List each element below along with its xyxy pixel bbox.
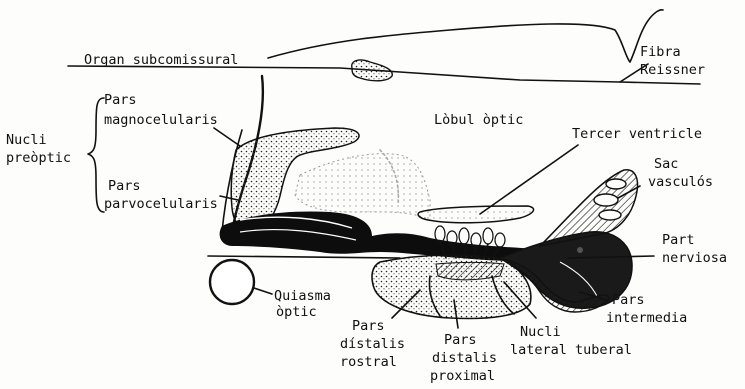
- label-rostral: rostral: [340, 354, 397, 370]
- magno-leader: [214, 128, 240, 146]
- label-pars-parvo: Pars: [108, 178, 141, 194]
- label-nerviosa: nerviosa: [662, 250, 727, 266]
- label-preoptic: preòptic: [6, 150, 71, 166]
- subcommissural-organ: [352, 60, 393, 81]
- label-nucli: Nucli: [6, 132, 47, 148]
- label-quiasma: Quiasma: [274, 288, 331, 304]
- preoptic-brace: [88, 98, 104, 212]
- label-intermedia: intermedia: [606, 310, 687, 326]
- label-parvocelularis: parvocelularis: [104, 196, 218, 212]
- label-lobul-optic: Lòbul òptic: [434, 112, 523, 128]
- label-reissner: Reissner: [640, 62, 705, 78]
- nervosa-dot: [577, 247, 583, 253]
- label-proximal: proximal: [430, 368, 495, 384]
- pars-tuberalis-band: [436, 263, 504, 280]
- optic-chiasm: [210, 260, 254, 304]
- label-pars-intermedia: Pars: [612, 292, 645, 308]
- quiasma-leader: [254, 288, 272, 294]
- label-magnocelularis: magnocelularis: [104, 112, 218, 128]
- label-sac: Sac: [654, 156, 678, 172]
- reissner-fiber-line: [268, 10, 663, 62]
- label-fibra: Fibra: [640, 44, 681, 60]
- floor-line: [208, 256, 400, 258]
- label-rostral-distalis: dístalis: [340, 336, 405, 352]
- tercer-leader: [480, 145, 578, 214]
- label-proximal-pars: Pars: [444, 332, 477, 348]
- label-organ-subcomissural: Organ subcomissural: [84, 52, 238, 68]
- label-proximal-distalis: distalis: [432, 350, 497, 366]
- label-pars-magno: Pars: [104, 92, 137, 108]
- label-part: Part: [662, 232, 695, 248]
- third-ventricle: [418, 206, 533, 223]
- label-tercer-ventricle: Tercer ventricle: [572, 126, 702, 142]
- optic-lobe-fold: [295, 154, 430, 220]
- label-rostral-pars: Pars: [352, 318, 385, 334]
- label-optic: òptic: [276, 304, 317, 320]
- label-lateral-tuberal: lateral tuberal: [510, 342, 632, 358]
- label-vasculos: vasculós: [648, 174, 713, 190]
- label-nucli-lateral: Nucli: [520, 324, 561, 340]
